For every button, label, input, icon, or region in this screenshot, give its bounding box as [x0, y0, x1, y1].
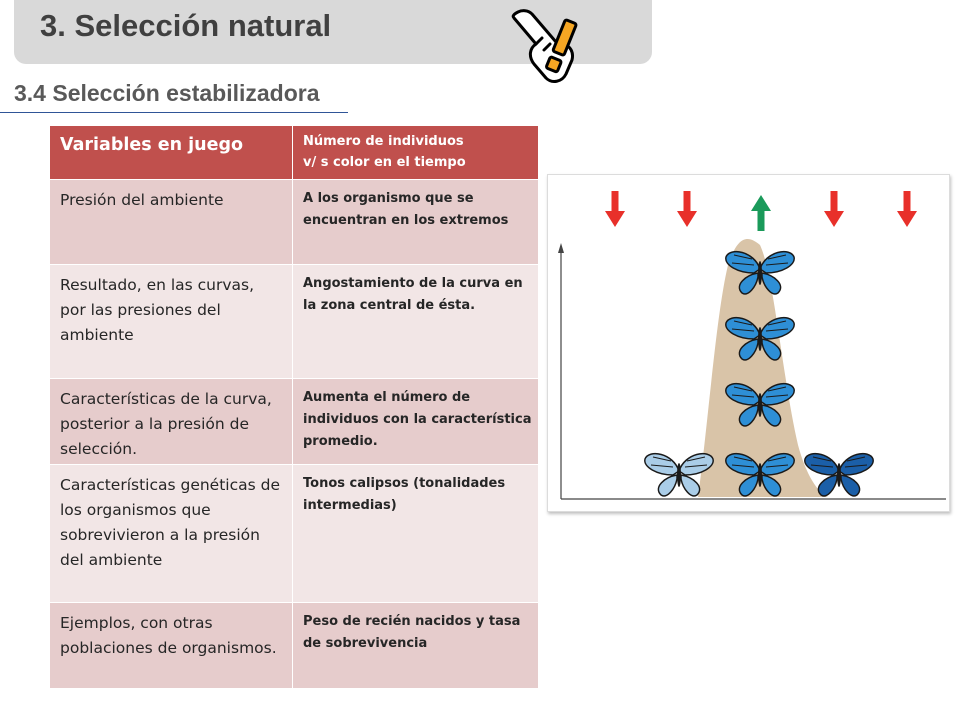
table-row: Ejemplos, con otras poblaciones de organ… [49, 602, 539, 689]
header-value-cell: Número de individuos v/ s color en el ti… [292, 125, 539, 180]
subtitle-underline [0, 112, 348, 113]
row-value-cell: Angostamiento de la curva en la zona cen… [292, 264, 539, 379]
row-variable-cell: Resultado, en las curvas, por las presio… [49, 264, 293, 379]
row-value-cell: A los organismo que se encuentran en los… [292, 179, 539, 265]
y-axis-arrowhead [558, 243, 564, 253]
table-row: Presión del ambiente A los organismo que… [49, 179, 539, 265]
table-header-row: Variables en juego Número de individuos … [49, 125, 539, 180]
variables-table: Variables en juego Número de individuos … [49, 125, 539, 689]
red-down-arrow-icon [897, 191, 917, 227]
row-variable-cell: Ejemplos, con otras poblaciones de organ… [49, 602, 293, 689]
pointing-hand-exclamation-icon [511, 9, 578, 83]
distribution-curve [698, 239, 828, 498]
table-row: Características genéticas de los organis… [49, 464, 539, 603]
page-title: 3. Selección natural [40, 8, 332, 43]
red-down-arrow-icon [605, 191, 625, 227]
header-variable-cell: Variables en juego [49, 125, 293, 180]
row-variable-cell: Presión del ambiente [49, 179, 293, 265]
row-value-cell: Tonos calipsos (tonalidades intermedias) [292, 464, 539, 603]
table-row: Características de la curva, posterior a… [49, 378, 539, 465]
selection-diagram [558, 191, 946, 500]
green-up-arrow-icon [751, 195, 771, 231]
red-down-arrow-icon [824, 191, 844, 227]
row-variable-cell: Características de la curva, posterior a… [49, 378, 293, 465]
stabilizing-selection-figure [547, 174, 950, 512]
row-variable-cell: Características genéticas de los organis… [49, 464, 293, 603]
row-value-cell: Peso de recién nacidos y tasa de sobrevi… [292, 602, 539, 689]
header-value-line1: Número de individuos [303, 134, 464, 149]
row-value-cell: Aumenta el número de individuos con la c… [292, 378, 539, 465]
table-row: Resultado, en las curvas, por las presio… [49, 264, 539, 379]
red-down-arrow-icon [677, 191, 697, 227]
section-subtitle: 3.4 Selección estabilizadora [14, 80, 320, 106]
header-value-line2: v/ s color en el tiempo [303, 155, 466, 170]
